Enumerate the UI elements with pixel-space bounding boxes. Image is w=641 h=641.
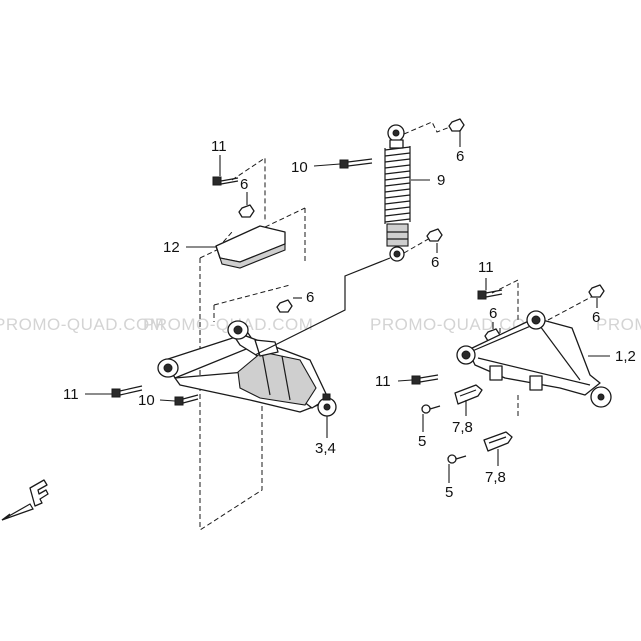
bracket-part [215, 225, 286, 269]
nut-part [426, 228, 443, 242]
dash-line [403, 237, 431, 254]
callout-11: 11 [375, 373, 391, 390]
bolt-part [411, 374, 439, 385]
callout-10: 10 [138, 392, 155, 409]
link-line [254, 257, 391, 356]
nut-part [276, 299, 293, 313]
lower-a-arm-left [157, 320, 337, 417]
callout-5: 5 [445, 484, 453, 501]
watermark-2: PROMO-QUAD.COM [143, 315, 313, 334]
screw-part [421, 404, 441, 414]
callout-11: 11 [63, 386, 79, 403]
callout-6: 6 [306, 289, 314, 306]
callout-6: 6 [240, 176, 248, 193]
callout-12: 12 [163, 239, 180, 256]
dash-line [213, 284, 291, 306]
callout-11: 11 [211, 138, 227, 155]
nut-part [448, 118, 465, 132]
callout-3-4: 3,4 [315, 440, 336, 457]
shock-absorber-part [384, 124, 411, 262]
callout-6: 6 [489, 305, 497, 322]
callout-6: 6 [456, 148, 464, 165]
callout-9: 9 [437, 172, 445, 189]
dash-line [491, 279, 519, 322]
bolt-part [477, 289, 503, 300]
clamp-part [483, 431, 513, 452]
callout-1-2: 1,2 [615, 348, 636, 365]
dash-line [547, 294, 596, 321]
clamp-part [454, 384, 483, 405]
callout-11: 11 [478, 259, 494, 276]
screw-part [447, 454, 467, 464]
bolt-part [111, 385, 143, 398]
callout-6: 6 [431, 254, 439, 271]
callout-5: 5 [418, 433, 426, 450]
callout-10: 10 [291, 159, 308, 176]
callout-7-8: 7,8 [452, 419, 473, 436]
dash-line [403, 121, 451, 135]
watermark-4: PROMO-QUAD.COM [596, 315, 641, 334]
bolt-part [174, 394, 199, 406]
dash-line [231, 157, 266, 220]
bolt-part [212, 176, 239, 186]
leader-lines [85, 130, 610, 483]
callout-7-8: 7,8 [485, 469, 506, 486]
dash-line [199, 350, 263, 531]
watermark-1: PROMO-QUAD.COM [0, 315, 164, 334]
upper-a-arm-right [456, 310, 612, 408]
front-direction-arrow-icon [1, 479, 49, 521]
callout-6: 6 [592, 309, 600, 326]
bolt-part [339, 158, 373, 169]
nut-part [238, 204, 255, 218]
nut-part [588, 284, 605, 298]
watermark-3: PROMO-QUAD.COM [370, 315, 540, 334]
